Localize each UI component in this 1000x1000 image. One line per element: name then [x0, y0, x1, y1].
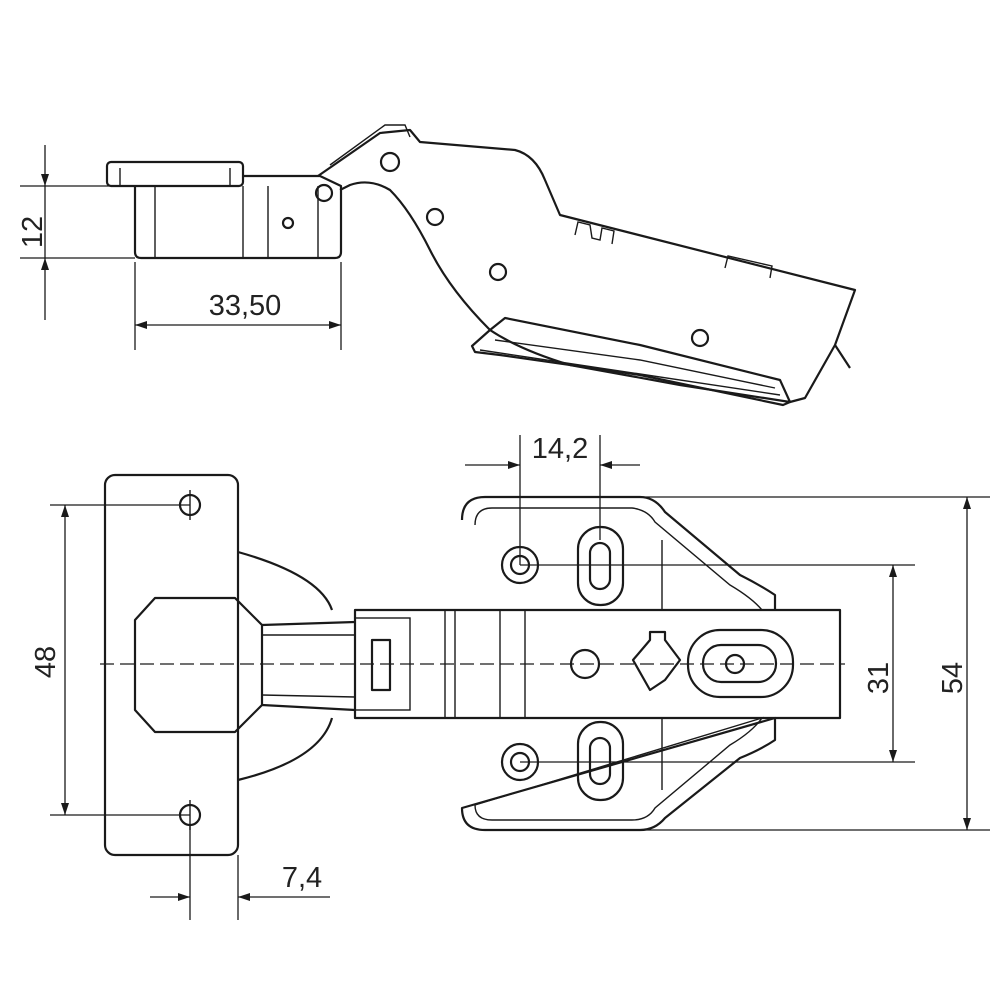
dimension-54: 54 [640, 496, 990, 831]
dimension-label-7-4: 7,4 [282, 862, 322, 894]
dimension-label-48: 48 [30, 646, 62, 678]
hinge-arm-side [317, 128, 857, 404]
cup-flange [105, 160, 245, 188]
cup-circle [237, 550, 334, 782]
side-view [105, 124, 857, 407]
dimension-31: 31 [520, 564, 915, 763]
dimension-cup-length: 33,50 [134, 262, 342, 350]
dimension-7-4: 7,4 [150, 825, 330, 920]
dimension-48: 48 [30, 504, 190, 816]
top-view [100, 473, 845, 857]
cup-plate [103, 473, 240, 857]
mounting-plate [460, 495, 777, 832]
dimension-label-31: 31 [863, 662, 895, 694]
mounting-plate-side [470, 316, 792, 407]
dimension-14-2: 14,2 [465, 433, 640, 565]
dimension-label-54: 54 [937, 662, 969, 694]
dimension-label-14-2: 14,2 [532, 433, 588, 465]
cup-octagon [133, 596, 264, 734]
cup-body [133, 174, 343, 260]
dimension-cup-height: 12 [17, 145, 135, 320]
dimension-label-12: 12 [17, 216, 49, 248]
dimension-label-33-50: 33,50 [209, 290, 282, 322]
